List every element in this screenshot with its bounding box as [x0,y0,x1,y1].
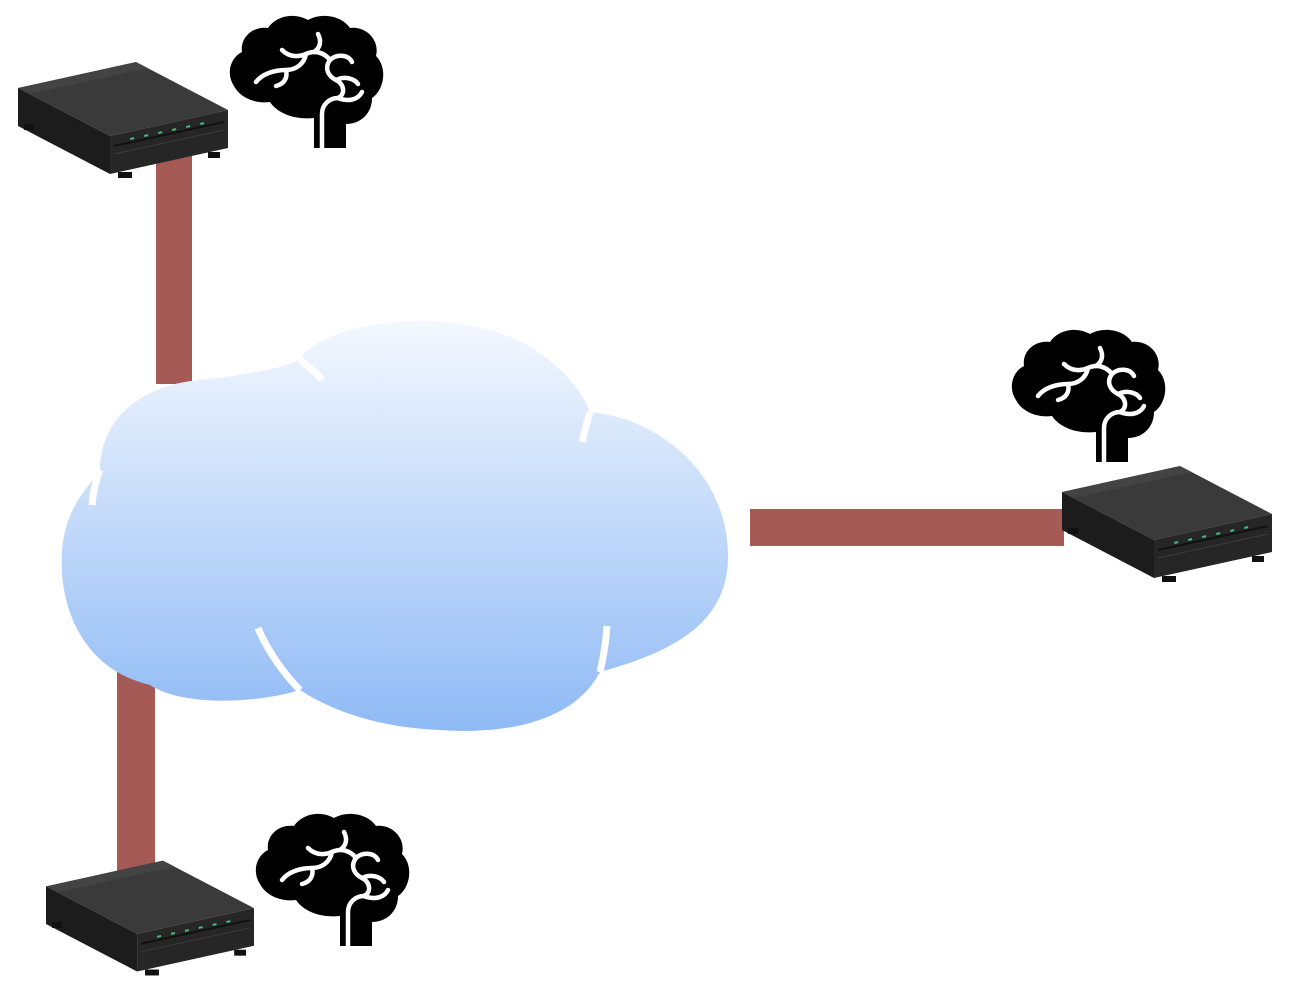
link-cloud-to-router-right [750,509,1064,546]
cloud-icon [61,321,729,731]
router-icon [1062,466,1272,583]
brain-icon [1012,330,1165,462]
brain-icon [256,814,409,946]
router-icon [18,62,228,179]
link-router-bottom-left-to-cloud [117,662,155,880]
links-layer [117,152,1064,880]
link-router-top-left-to-cloud [156,152,192,384]
router-icon [46,860,254,977]
brain-icon [230,16,383,148]
